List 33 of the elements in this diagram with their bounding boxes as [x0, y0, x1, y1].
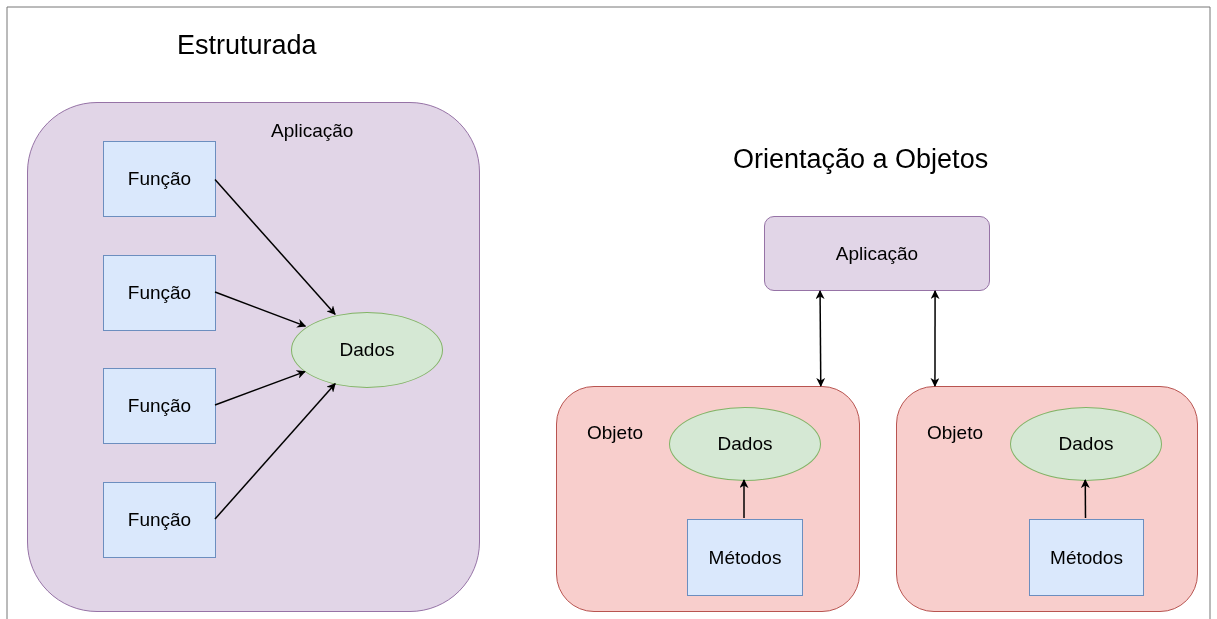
process-box	[103, 255, 216, 331]
node-label: Aplicação	[835, 242, 919, 265]
node-label: Função	[127, 395, 192, 417]
container-box	[896, 386, 1198, 612]
node-label: Função	[127, 282, 192, 304]
node-label: Métodos	[1050, 546, 1123, 569]
node-label: Métodos	[708, 546, 782, 569]
arrow	[739, 479, 749, 519]
container-box	[27, 102, 480, 612]
arrow	[1080, 479, 1090, 519]
node-label: Dados	[1058, 433, 1114, 455]
node-label: Dados	[717, 433, 773, 455]
node-label: Função	[127, 168, 192, 190]
process-box	[687, 519, 803, 596]
node-label: Função	[127, 509, 192, 531]
arrow	[930, 290, 940, 387]
arrow	[815, 290, 826, 387]
section-heading: Estruturada	[177, 30, 317, 61]
node-label: Aplicação	[271, 120, 354, 142]
arrow	[214, 383, 336, 520]
process-box	[103, 482, 216, 558]
node-label: Dados	[339, 339, 395, 361]
node-label: Objeto	[927, 422, 983, 444]
container-box	[764, 216, 990, 291]
node-label: Objeto	[587, 422, 643, 444]
arrow	[214, 178, 336, 316]
process-box	[103, 368, 216, 444]
process-box	[1029, 519, 1144, 596]
arrow	[214, 291, 307, 328]
process-box	[103, 141, 216, 217]
section-heading: Orientação a Objetos	[733, 144, 989, 175]
container-box	[556, 386, 860, 612]
arrow	[214, 370, 306, 406]
